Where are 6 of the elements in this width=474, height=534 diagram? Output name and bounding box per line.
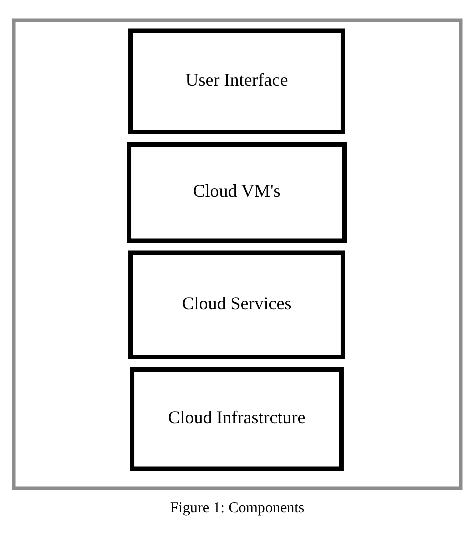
node-box: Cloud VM's xyxy=(126,142,346,244)
node-box: User Interface xyxy=(128,28,345,134)
node-box: Cloud Infrastrcture xyxy=(130,367,344,472)
cluster xyxy=(12,18,462,490)
node-box: Cloud Services xyxy=(128,250,345,360)
caption: Figure 1: Components xyxy=(170,500,304,517)
